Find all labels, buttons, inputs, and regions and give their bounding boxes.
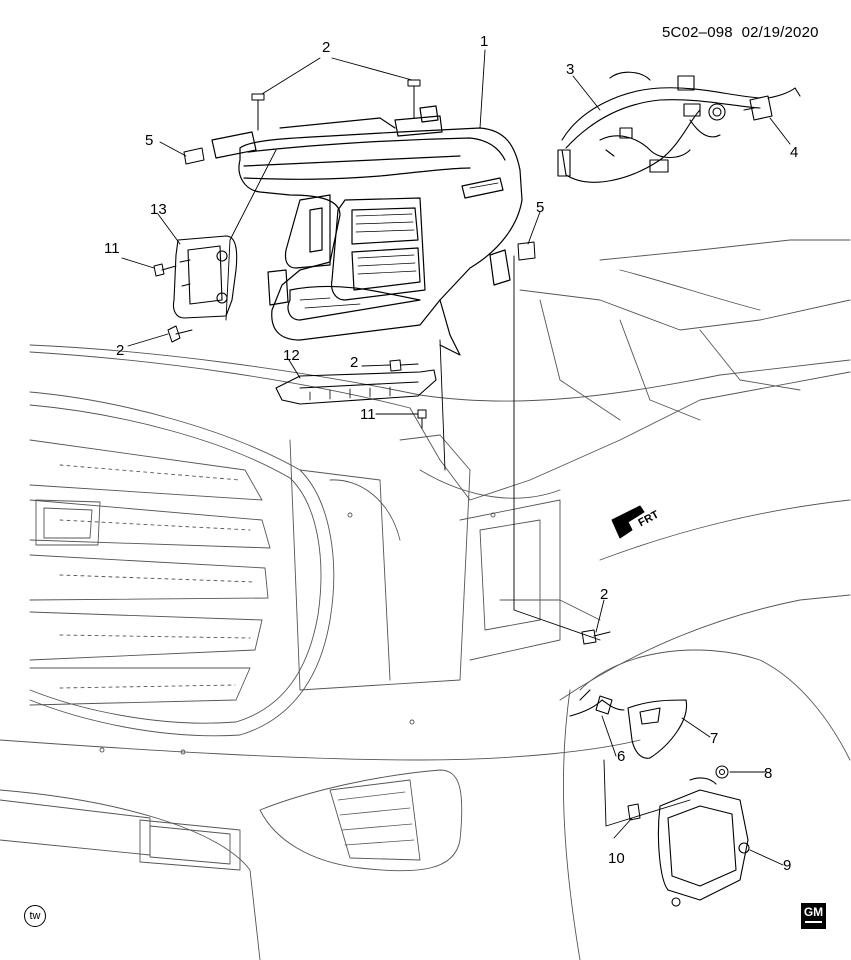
callout-screw: 11 — [360, 406, 376, 423]
diagram-date: 02/19/2020 — [741, 24, 819, 41]
headlamp-assembly — [211, 105, 523, 356]
callout-nut: 8 — [764, 765, 773, 782]
bolt-top-right — [407, 79, 421, 119]
screw-lower — [417, 409, 427, 429]
clip-right — [517, 241, 536, 261]
callout-marker-harness: 6 — [617, 748, 626, 765]
leader-lines — [121, 49, 791, 866]
lower-bracket — [275, 369, 437, 405]
callout-headlamp: 1 — [480, 33, 489, 50]
callout-small-clip: 10 — [608, 850, 625, 867]
callout-connector: 4 — [790, 144, 799, 161]
callout-clip: 5 — [536, 199, 545, 216]
gm-logo-text: GM — [803, 905, 824, 919]
callout-harness: 3 — [566, 61, 575, 78]
callout-lower-bracket: 12 — [283, 347, 300, 364]
callout-bracket: 13 — [150, 201, 167, 218]
callout-bolt: 2 — [350, 354, 359, 371]
lamp-bracket — [172, 235, 238, 319]
nut — [715, 765, 729, 779]
small-clip — [627, 803, 641, 821]
diagram-header: 5C02–098 02/19/2020 — [662, 24, 819, 41]
gm-logo-bar — [805, 921, 822, 923]
wiring-harness — [557, 71, 761, 183]
callout-bolt: 2 — [116, 342, 125, 359]
callout-bolt: 2 — [322, 39, 331, 56]
front-direction-arrow — [611, 505, 645, 539]
bolt-mid — [389, 359, 419, 372]
fog-lamp-module — [657, 777, 750, 907]
clip-upper-left — [183, 147, 205, 165]
marker-harness — [569, 689, 625, 717]
callout-screw: 11 — [104, 240, 120, 257]
bolt-top-left — [251, 93, 265, 131]
callout-bolt: 2 — [600, 586, 609, 603]
gm-logo: GM — [801, 903, 826, 929]
screw-left — [153, 263, 177, 277]
callout-clip: 5 — [145, 132, 154, 149]
bolt-fender — [581, 629, 611, 645]
callout-module: 9 — [783, 857, 792, 874]
side-marker-lamp — [627, 699, 688, 759]
vehicle-front-end — [0, 239, 851, 960]
bolt-left — [167, 325, 193, 343]
harness-connector — [743, 87, 801, 121]
callout-side-marker: 7 — [710, 730, 719, 747]
diagram-code: 5C02–098 — [662, 24, 733, 41]
tw-corner-mark: tw — [24, 905, 46, 927]
